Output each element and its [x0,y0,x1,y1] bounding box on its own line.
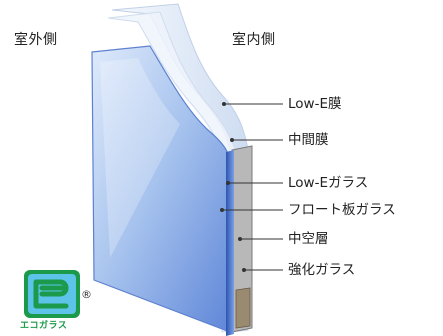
eco-glass-logo-icon [24,270,80,318]
outside-label: 室外側 [14,32,58,48]
eco-glass-text: エコガラス [20,321,68,331]
callout-tempered-glass: 強化ガラス [288,262,356,278]
callout-interlayer: 中間膜 [288,132,329,148]
callout-dots [220,102,246,272]
callout-low-e-film: Low-E膜 [288,96,342,112]
callout-air-space: 中空層 [288,231,329,247]
inside-label: 室内側 [232,32,276,48]
callout-low-e-glass: Low-Eガラス [288,175,369,191]
low-e-glass-edge [226,150,234,336]
callout-float-glass: フロート板ガラス [288,202,396,218]
registered-mark: ® [81,288,92,301]
callout-lines [222,103,283,271]
